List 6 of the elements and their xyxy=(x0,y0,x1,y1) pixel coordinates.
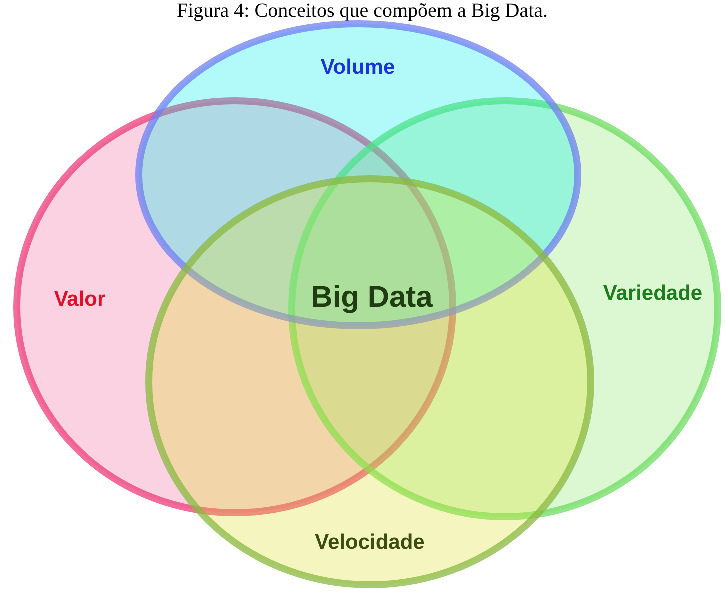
figure-title: Figura 4: Conceitos que compõem a Big Data. xyxy=(176,0,550,22)
circle-label: Velocidade xyxy=(315,531,425,555)
circle-label: Variedade xyxy=(603,282,703,306)
circle-label: Valor xyxy=(54,288,106,312)
circle-label: Volume xyxy=(320,56,396,80)
center-label: Big Data xyxy=(311,281,433,315)
